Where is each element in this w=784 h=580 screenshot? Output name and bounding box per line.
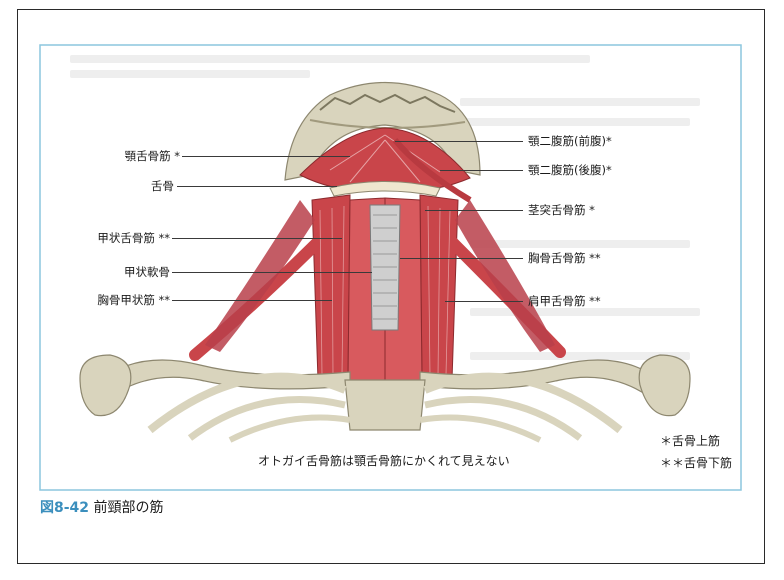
label-hyoid: 舌骨 <box>151 179 174 193</box>
leader-hyoid <box>177 186 337 187</box>
figure-note: オトガイ舌骨筋は顎舌骨筋にかくれて見えない <box>258 452 510 469</box>
leader-digastric-posterior <box>440 170 523 171</box>
leader-thyroid-cartilage <box>172 272 372 273</box>
leader-sternohyoid <box>400 258 523 259</box>
leader-mylohyoid <box>182 156 350 157</box>
label-sternohyoid: 胸骨舌骨筋 ** <box>528 251 601 265</box>
label-sternothyroid: 胸骨甲状筋 ** <box>97 293 170 307</box>
legend-suprahyoid: ＊舌骨上筋 <box>660 432 720 449</box>
leader-stylohyoid <box>425 210 523 211</box>
label-omohyoid: 肩甲舌骨筋 ** <box>528 294 601 308</box>
leader-sternothyroid <box>172 300 332 301</box>
label-thyroid-cartilage: 甲状軟骨 <box>124 265 170 279</box>
leader-digastric-anterior <box>395 141 523 142</box>
label-stylohyoid: 茎突舌骨筋 * <box>528 203 595 217</box>
label-thyrohyoid: 甲状舌骨筋 ** <box>97 231 170 245</box>
figure-caption: 図8-42 前頸部の筋 <box>40 497 164 517</box>
figure-number: 図8-42 <box>40 500 89 516</box>
label-mylohyoid: 顎舌骨筋 * <box>125 149 180 163</box>
label-digastric-posterior: 顎二腹筋(後腹)* <box>528 163 612 177</box>
figure-title: 前頸部の筋 <box>94 500 164 516</box>
label-digastric-anterior: 顎二腹筋(前腹)* <box>528 134 612 148</box>
leader-omohyoid <box>445 301 523 302</box>
legend-infrahyoid: ＊＊舌骨下筋 <box>660 454 732 471</box>
leader-thyrohyoid <box>172 238 342 239</box>
